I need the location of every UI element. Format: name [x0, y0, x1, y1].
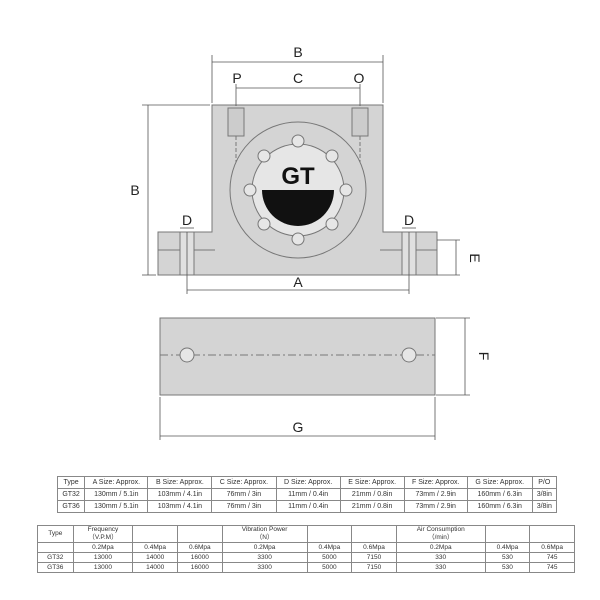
dim-label-e: E: [467, 253, 483, 262]
group-unit: （V.P.M）: [88, 534, 118, 541]
cell: 14000: [132, 562, 178, 573]
eccentric-half-disk: [262, 190, 334, 226]
group-title: Air Consumption: [416, 526, 465, 533]
bottom-view: [159, 317, 436, 396]
cell: 745: [529, 552, 575, 563]
group-title: Vibration Power: [241, 526, 288, 533]
cell: GT36: [37, 562, 74, 573]
cell: GT32: [56, 488, 86, 501]
header-cell: Air Consumption（/min）: [395, 525, 486, 543]
cell: 0.4Mpa: [306, 542, 353, 553]
cell: 0.2Mpa: [395, 542, 486, 553]
cell: 160mm / 6.3in: [466, 488, 533, 501]
header-cell: [132, 525, 178, 543]
group-unit: （N）: [255, 534, 274, 541]
cell: 330: [395, 562, 486, 573]
cell: 103mm / 4.1in: [147, 500, 213, 513]
cell: GT32: [37, 552, 74, 563]
cell: 21mm / 0.8in: [339, 500, 405, 513]
cell: 16000: [176, 552, 223, 563]
cell: 0.4Mpa: [484, 542, 531, 553]
dim-label-f: F: [476, 352, 492, 361]
cell: 76mm / 3in: [211, 488, 277, 501]
header-cell: [484, 525, 531, 543]
cell: 13000: [72, 562, 134, 573]
cell: 11mm / 0.4in: [275, 488, 341, 501]
cell: 16000: [176, 562, 223, 573]
dim-label-b-top: B: [293, 44, 302, 60]
dim-label-a: A: [293, 274, 303, 290]
cell: 3/8in: [531, 500, 558, 513]
cell: 76mm / 3in: [211, 500, 277, 513]
dim-label-d-right: D: [404, 212, 414, 228]
header-cell: E Size: Approx.: [339, 476, 405, 489]
header-cell: Frequency（V.P.M）: [72, 525, 134, 543]
port-label-o: O: [354, 70, 365, 86]
header-cell: C Size: Approx.: [211, 476, 277, 489]
front-view: [157, 104, 438, 276]
cell: 3/8in: [531, 488, 558, 501]
dim-label-d-left: D: [182, 212, 192, 228]
cell: [37, 542, 74, 553]
cell: 11mm / 0.4in: [275, 500, 341, 513]
cell: 130mm / 5.1in: [84, 500, 149, 513]
cell: 103mm / 4.1in: [147, 488, 213, 501]
cell: 0.6Mpa: [351, 542, 397, 553]
group-unit: （/min）: [428, 534, 454, 541]
cell: 5000: [306, 552, 353, 563]
vibrator-dimension-drawing: GT B P C O B D D A E F G: [130, 44, 492, 440]
header-cell: A Size: Approx.: [84, 476, 149, 489]
table-header-row: Type Frequency（V.P.M） Vibration Power（N）…: [37, 525, 575, 543]
cell: 14000: [132, 552, 178, 563]
cell: 0.4Mpa: [132, 542, 178, 553]
cell: 73mm / 2.9in: [403, 488, 468, 501]
brand-logo: GT: [281, 163, 315, 190]
cell: 530: [484, 562, 531, 573]
cell: 0.6Mpa: [529, 542, 575, 553]
header-cell: G Size: Approx.: [466, 476, 533, 489]
cell: 5000: [306, 562, 353, 573]
header-cell: [306, 525, 353, 543]
cell: 0.6Mpa: [176, 542, 223, 553]
header-cell: Type: [56, 476, 86, 489]
header-cell: B Size: Approx.: [147, 476, 213, 489]
cell: 21mm / 0.8in: [339, 488, 405, 501]
performance-table: Type Frequency（V.P.M） Vibration Power（N）…: [37, 525, 575, 573]
dim-label-g: G: [293, 419, 304, 435]
dim-label-b-side: B: [130, 182, 139, 198]
port-label-p: P: [232, 70, 241, 86]
cell: 13000: [72, 552, 134, 563]
dimension-lines: [142, 55, 470, 440]
cell: 7150: [351, 552, 397, 563]
header-cell: P/O: [531, 476, 558, 489]
header-cell: Vibration Power（N）: [221, 525, 308, 543]
size-table: Type A Size: Approx. B Size: Approx. C S…: [56, 476, 558, 513]
cell: 73mm / 2.9in: [403, 500, 468, 513]
cell: GT36: [56, 500, 86, 513]
header-cell: [176, 525, 223, 543]
header-cell: [529, 525, 575, 543]
cell: 745: [529, 562, 575, 573]
header-cell: F Size: Approx.: [403, 476, 468, 489]
group-title: Frequency: [87, 526, 119, 533]
table-header-row: Type A Size: Approx. B Size: Approx. C S…: [56, 476, 558, 489]
cell: 0.2Mpa: [221, 542, 308, 553]
cell: 530: [484, 552, 531, 563]
cell: 330: [395, 552, 486, 563]
cell: 3300: [221, 552, 308, 563]
cell: 3300: [221, 562, 308, 573]
cell: 130mm / 5.1in: [84, 488, 149, 501]
header-cell: [351, 525, 397, 543]
header-cell: D Size: Approx.: [275, 476, 341, 489]
dim-label-c: C: [293, 70, 303, 86]
cell: 160mm / 6.3in: [466, 500, 533, 513]
cell: 7150: [351, 562, 397, 573]
header-cell: Type: [37, 525, 74, 543]
cell: 0.2Mpa: [72, 542, 134, 553]
